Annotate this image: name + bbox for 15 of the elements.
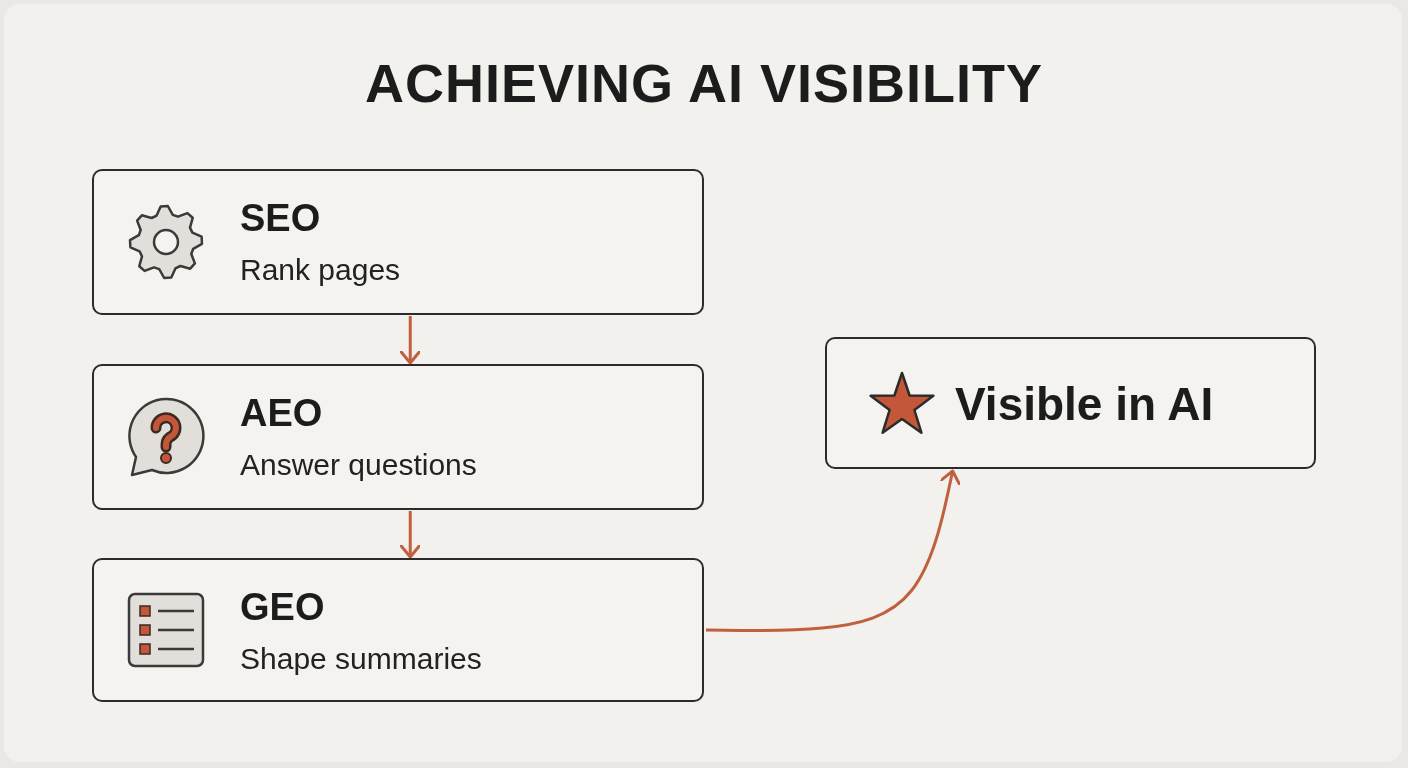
step-description: Shape summaries [240,642,482,676]
step-heading: GEO [240,586,325,629]
step-box [92,169,704,315]
step-description: Answer questions [240,448,477,482]
arrow [705,469,961,633]
arrow [399,316,421,365]
diagram-title: ACHIEVING AI VISIBILITY [363,52,1045,114]
step-description: Rank pages [240,253,401,287]
result-box [825,337,1316,469]
step-box [92,558,704,702]
step-heading: SEO [240,197,321,240]
step-heading: AEO [240,392,323,435]
arrow [399,511,421,559]
step-box [92,364,704,510]
result-label: Visible in AI [955,377,1214,431]
